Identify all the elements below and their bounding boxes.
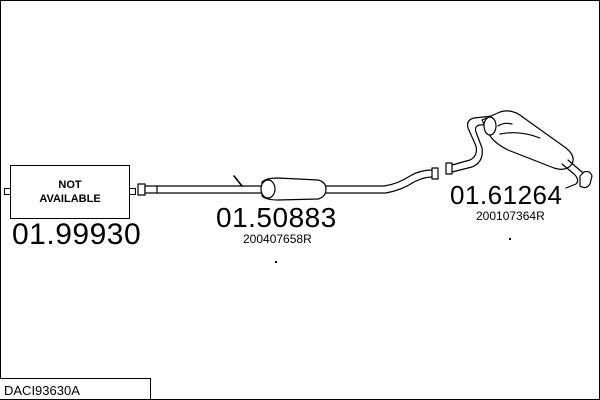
part-number-front: 01.99930 — [12, 218, 142, 251]
oem-number-rear: 200107364R — [476, 209, 545, 223]
not-available-box: NOT AVAILABLE — [10, 165, 130, 219]
marker-dot-rear — [509, 238, 511, 240]
availability-label: NOT AVAILABLE — [39, 179, 101, 205]
oem-number-middle: 200407658R — [243, 232, 312, 246]
part-number-middle: 01.50883 — [216, 202, 337, 233]
bracket-tab-right — [129, 188, 136, 195]
middle-pipe — [137, 167, 439, 196]
rear-pipe — [445, 115, 493, 175]
middle-muffler — [233, 175, 327, 201]
rear-muffler — [481, 110, 593, 189]
marker-dot-middle — [275, 261, 277, 263]
model-code: DACI93630A — [4, 383, 80, 398]
model-code-box: DACI93630A — [0, 378, 151, 399]
part-number-rear: 01.61264 — [450, 180, 563, 210]
